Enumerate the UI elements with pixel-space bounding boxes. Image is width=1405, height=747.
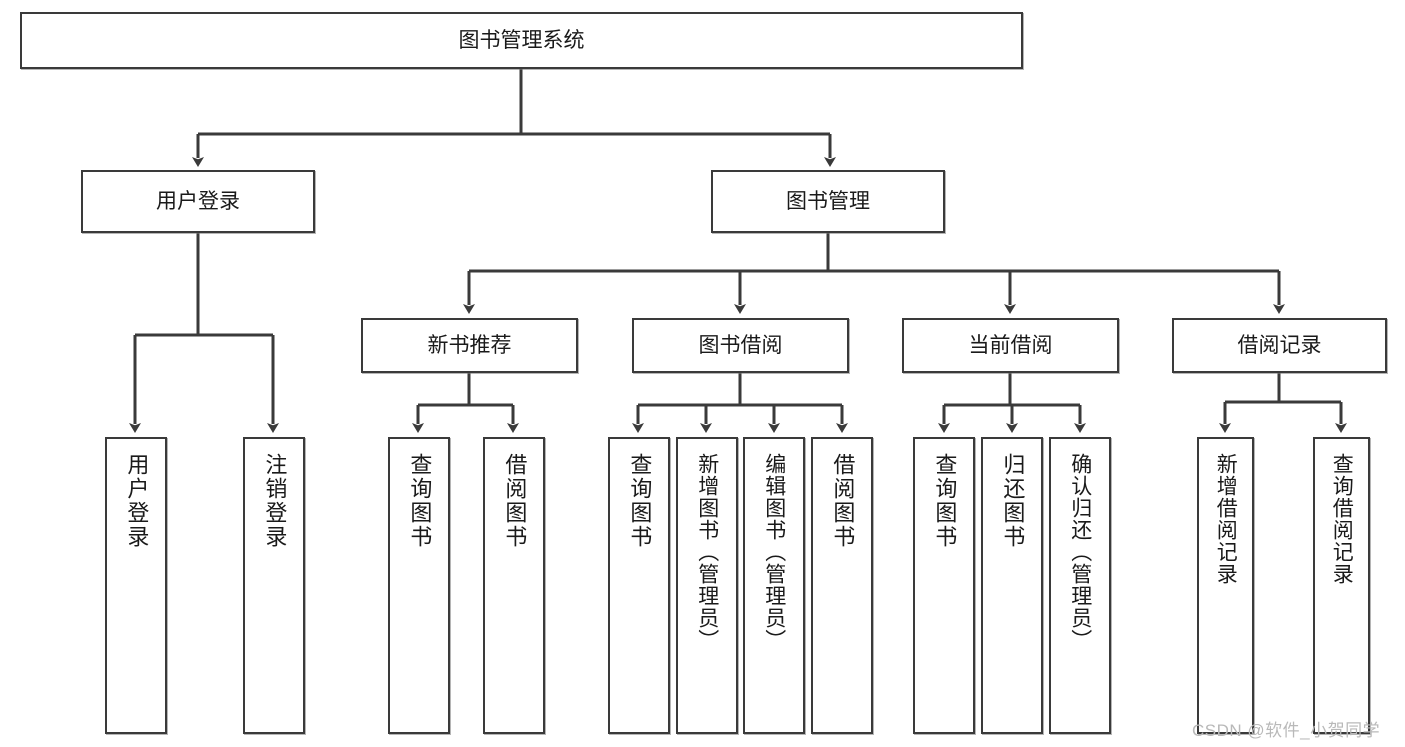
node-label: 借阅记录 <box>1237 333 1322 357</box>
node-label: 新增借阅记录 <box>1214 453 1238 585</box>
node-label: 注销登录 <box>262 453 288 549</box>
node-leaf[interactable]: 注销登录 <box>243 437 305 734</box>
node-leaf[interactable]: 查询图书 <box>608 437 670 734</box>
node-label: 查询借阅记录 <box>1330 453 1354 585</box>
node-level2[interactable]: 图书管理 <box>711 170 945 233</box>
node-level3[interactable]: 新书推荐 <box>361 318 578 373</box>
node-level3[interactable]: 图书借阅 <box>632 318 849 373</box>
node-label: 新增图书（管理员） <box>695 453 719 651</box>
node-label: 用户登录 <box>156 189 240 213</box>
csdn-watermark: CSDN @软件_小贺同学 <box>1192 721 1381 740</box>
node-leaf[interactable]: 编辑图书（管理员） <box>743 437 805 734</box>
node-level3[interactable]: 当前借阅 <box>902 318 1119 373</box>
node-level2[interactable]: 用户登录 <box>81 170 315 233</box>
node-leaf[interactable]: 新增图书（管理员） <box>676 437 738 734</box>
node-root[interactable]: 图书管理系统 <box>20 12 1023 69</box>
node-leaf[interactable]: 查询图书 <box>388 437 450 734</box>
node-label: 图书管理系统 <box>458 28 585 52</box>
node-label: 归还图书 <box>1000 453 1026 549</box>
node-label: 查询图书 <box>932 453 958 549</box>
node-leaf[interactable]: 查询图书 <box>913 437 975 734</box>
node-label: 查询图书 <box>627 453 653 549</box>
node-label: 编辑图书（管理员） <box>762 453 786 651</box>
node-label: 借阅图书 <box>502 453 528 549</box>
node-leaf[interactable]: 归还图书 <box>981 437 1043 734</box>
node-leaf[interactable]: 借阅图书 <box>483 437 545 734</box>
node-label: 图书借阅 <box>698 333 783 357</box>
node-leaf[interactable]: 借阅图书 <box>811 437 873 734</box>
node-leaf[interactable]: 确认归还（管理员） <box>1049 437 1111 734</box>
node-leaf[interactable]: 查询借阅记录 <box>1313 437 1370 734</box>
node-leaf[interactable]: 用户登录 <box>105 437 167 734</box>
node-label: 查询图书 <box>407 453 433 549</box>
node-label: 新书推荐 <box>427 333 512 357</box>
node-label: 当前借阅 <box>968 333 1053 357</box>
node-leaf[interactable]: 新增借阅记录 <box>1197 437 1254 734</box>
node-label: 用户登录 <box>124 453 150 549</box>
node-label: 借阅图书 <box>830 453 856 549</box>
node-label: 图书管理 <box>786 189 870 213</box>
node-label: 确认归还（管理员） <box>1068 453 1092 651</box>
node-level3[interactable]: 借阅记录 <box>1172 318 1387 373</box>
